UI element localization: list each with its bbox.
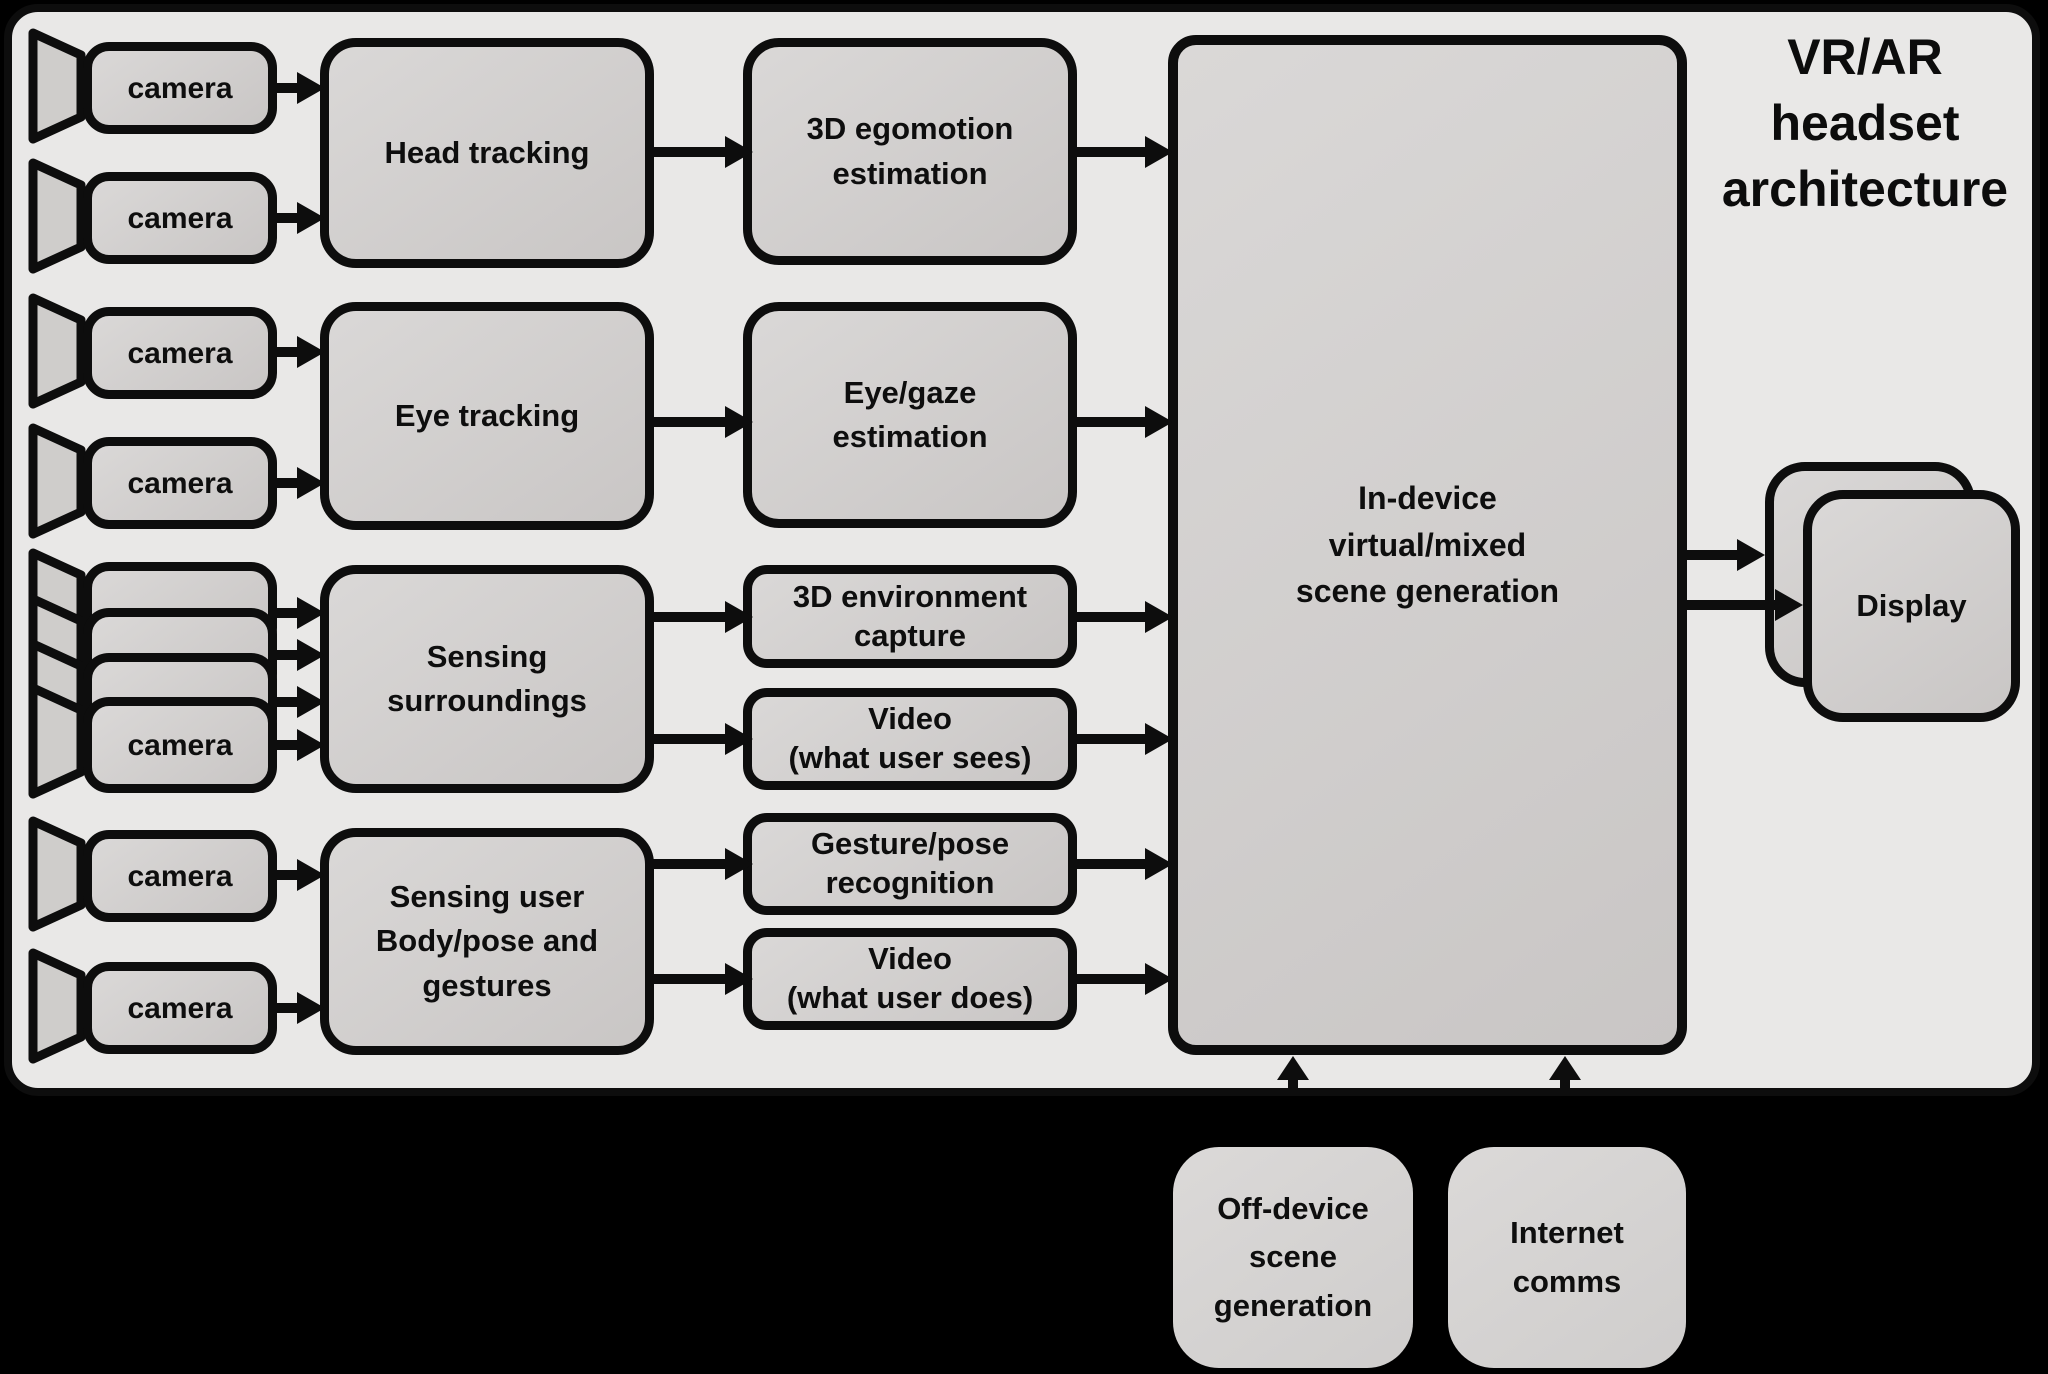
camera-frustum-icon [28,423,86,539]
camera-label: camera [127,728,233,762]
video-sees-label: Video (what user sees) [788,701,1032,775]
flow-arrow-right [272,336,325,368]
flow-arrow-right [1687,539,1765,571]
camera-label: camera [127,466,233,500]
flow-arrow-right [1072,136,1173,168]
flow-arrow-right [1072,406,1173,438]
env-capture-box: 3D environment capture [743,565,1077,668]
gesture-pose-box: Gesture/pose recognition [743,813,1077,915]
camera-label: camera [127,859,233,893]
flow-arrow-right [272,729,325,761]
internet-comms-box: Internet comms [1448,1147,1686,1368]
egomotion-label: 3D egomotion estimation [806,111,1014,191]
flow-arrow-right [272,686,325,718]
video-sees-box: Video (what user sees) [743,688,1077,790]
camera-box: camera [83,962,277,1054]
flow-arrow-right [648,848,753,880]
flow-arrow-right [1072,723,1173,755]
sensing-surroundings-box: Sensing surroundings [320,565,654,793]
camera-box: camera [83,830,277,922]
flow-arrow-right [272,859,325,891]
flow-arrow-right [648,406,753,438]
flow-arrow-right [648,963,753,995]
sensing-surroundings-label: Sensing surroundings [387,638,587,718]
flow-arrow-right [272,202,325,234]
camera-frustum-icon [28,683,86,799]
camera-frustum-icon [28,816,86,932]
gesture-pose-label: Gesture/pose recognition [810,826,1010,900]
eye-tracking-box: Eye tracking [320,302,654,530]
camera-frustum-icon [28,158,86,274]
camera-label: camera [127,336,233,370]
flow-arrow-right [272,72,325,104]
camera-box: camera [83,437,277,529]
eye-gaze-box: Eye/gaze estimation [743,302,1077,528]
sensing-user-box: Sensing user Body/pose and gestures [320,828,654,1055]
camera-label: camera [127,201,233,235]
camera-frustum-icon [28,948,86,1064]
display-label: Display [1856,587,1967,623]
camera-box: camera [83,697,277,793]
flow-arrow-right [272,467,325,499]
camera-frustum-icon [28,28,86,144]
flow-arrow-up [1277,1056,1309,1094]
flow-arrow-right [648,723,753,755]
flow-arrow-right [1072,963,1173,995]
in-device-scene-generation-label: In-device virtual/mixed scene generation [1295,480,1560,610]
flow-arrow-right [1072,848,1173,880]
in-device-scene-generation-box: In-device virtual/mixed scene generation [1168,35,1687,1055]
head-tracking-box: Head tracking [320,38,654,268]
camera-box: camera [83,307,277,399]
off-device-scene-generation-label: Off-device scene generation [1213,1191,1373,1323]
diagram-title: VR/AR headset architecture [1721,29,2009,217]
camera-label: camera [127,71,233,105]
env-capture-label: 3D environment capture [792,578,1028,653]
flow-arrow-right [272,639,325,671]
video-does-label: Video (what user does) [786,941,1034,1015]
camera-frustum-icon [28,293,86,409]
video-does-box: Video (what user does) [743,928,1077,1030]
off-device-scene-generation-box: Off-device scene generation [1173,1147,1413,1368]
camera-label: camera [127,991,233,1025]
flow-arrow-up [1549,1056,1581,1094]
display-box: Display [1803,490,2020,722]
eye-tracking-label: Eye tracking [394,397,580,433]
camera-box: camera [83,42,277,134]
flow-arrow-right [648,136,753,168]
internet-comms-label: Internet comms [1510,1215,1624,1299]
flow-arrow-right [272,992,325,1024]
eye-gaze-label: Eye/gaze estimation [832,374,988,454]
flow-arrow-right [1072,601,1173,633]
egomotion-box: 3D egomotion estimation [743,38,1077,265]
flow-arrow-right [272,597,325,629]
flow-arrow-right [648,601,753,633]
head-tracking-label: Head tracking [384,134,590,170]
sensing-user-label: Sensing user Body/pose and gestures [375,879,599,1003]
camera-box: camera [83,172,277,264]
flow-arrow-right [1687,589,1803,621]
